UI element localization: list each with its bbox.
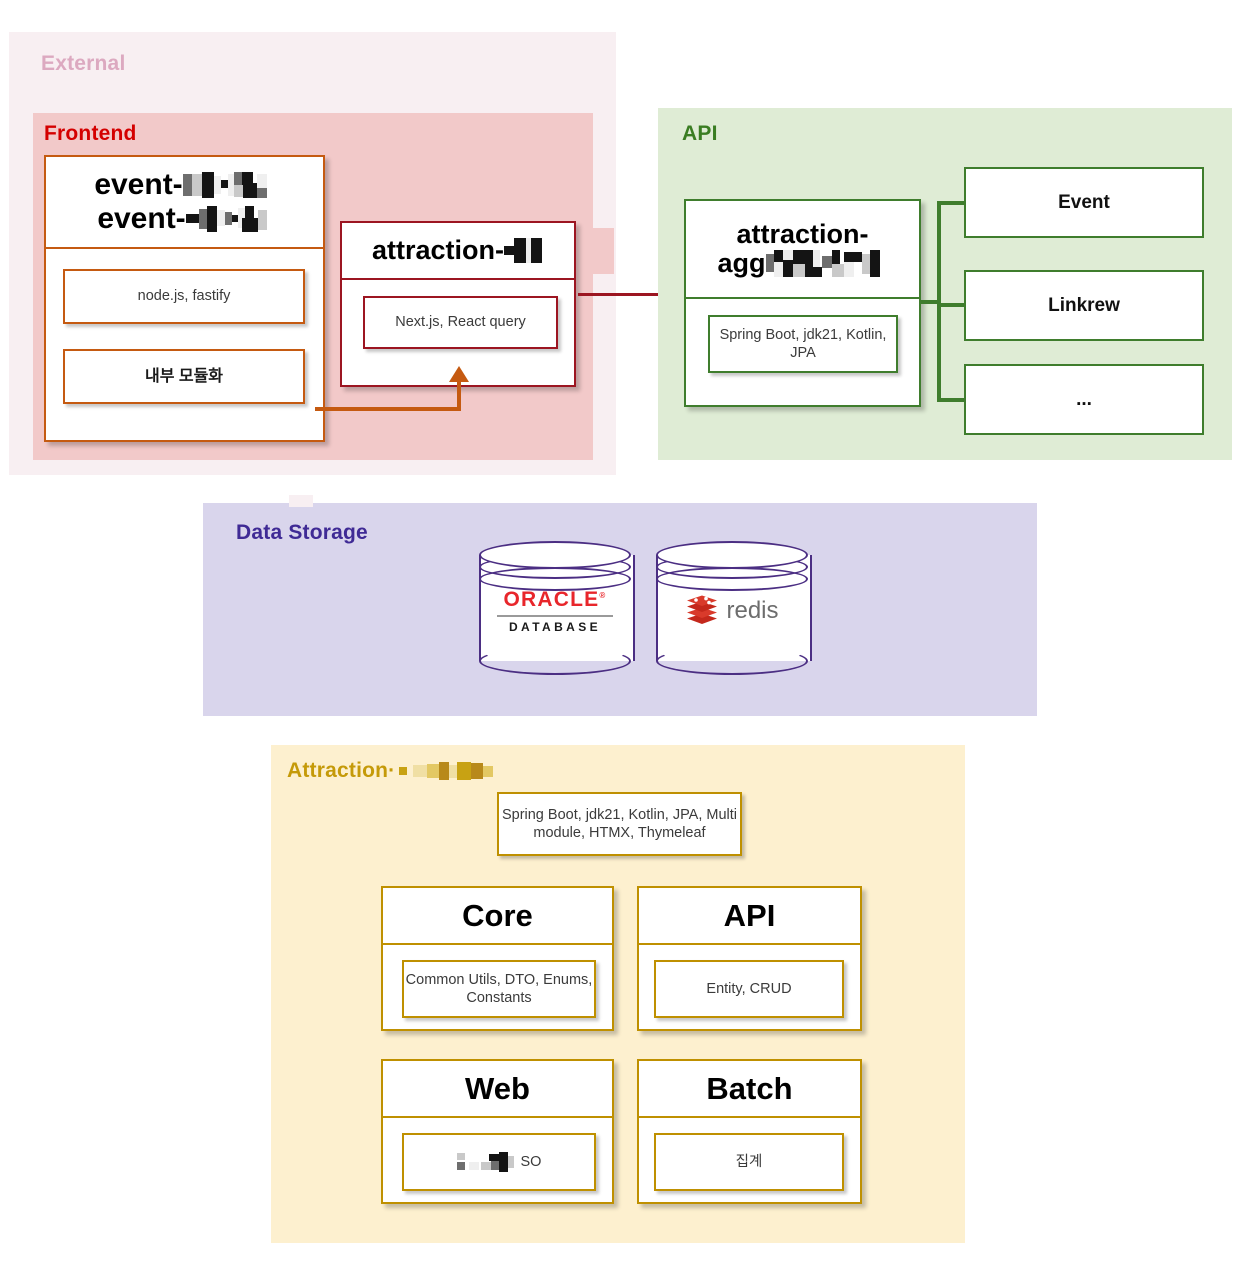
frontend-group-title: Frontend	[44, 122, 137, 145]
attraction-tech-chip: Spring Boot, jdk21, Kotlin, JPA, Multi m…	[497, 792, 742, 856]
api-branch-inlet	[919, 300, 941, 304]
attraction-aggregator-title-line2: agg	[717, 248, 766, 278]
attraction-aggregator-title-line1: attraction-	[736, 219, 869, 250]
attraction-aggregator-box[interactable]: attraction- agg	[684, 199, 921, 407]
attraction-module-batch[interactable]: Batch 집계	[637, 1059, 862, 1204]
attraction-aggregator-title: attraction- agg	[686, 201, 919, 299]
module-connector-vertical	[457, 381, 461, 411]
decorative-stub	[576, 228, 614, 274]
tech-chip: 내부 모듈화	[63, 349, 305, 404]
external-group-title: External	[41, 52, 126, 75]
redis-logo: redis	[656, 594, 808, 628]
event-frontend-box[interactable]: event- event-	[44, 155, 325, 442]
attraction-module-title: API	[639, 888, 860, 945]
module-connector-arrowhead	[449, 366, 469, 382]
database-cylinder-redis: redis	[656, 541, 812, 675]
redacted-text	[185, 205, 272, 232]
frontend-api-connector-line	[578, 293, 683, 296]
oracle-sub-wordmark: DATABASE	[508, 619, 602, 634]
api-service-linkrew[interactable]: Linkrew	[964, 270, 1204, 341]
api-branch-stub	[937, 303, 966, 307]
api-branch-stub	[937, 398, 966, 402]
tech-chip: Next.js, React query	[363, 296, 558, 349]
redacted-text	[504, 238, 544, 263]
attraction-module-body: SO	[383, 1118, 612, 1206]
attraction-frontend-body: Next.js, React query	[342, 280, 574, 386]
web-chip-suffix: SO	[520, 1153, 542, 1170]
attraction-module-core[interactable]: Core Common Utils, DTO, Enums, Constants	[381, 886, 614, 1031]
tech-chip: node.js, fastify	[63, 269, 305, 324]
attraction-module-title: Core	[383, 888, 612, 945]
attraction-frontend-title: attraction-	[342, 223, 574, 280]
api-group-title: API	[682, 122, 718, 145]
tech-chip: Spring Boot, jdk21, Kotlin, JPA	[708, 315, 898, 373]
redis-stack-icon	[685, 594, 719, 628]
cylinder-bottom	[479, 647, 631, 675]
attraction-module-body: Entity, CRUD	[639, 945, 860, 1033]
api-branch-trunk	[937, 202, 941, 402]
decorative-stub	[289, 495, 313, 507]
redacted-text	[182, 172, 275, 199]
api-service-more[interactable]: ...	[964, 364, 1204, 435]
attraction-module-body: Common Utils, DTO, Enums, Constants	[383, 945, 612, 1033]
attraction-aggregator-body: Spring Boot, jdk21, Kotlin, JPA	[686, 299, 919, 406]
attraction-group-title-text: Attraction·	[287, 759, 396, 782]
redacted-text	[399, 762, 495, 780]
redis-wordmark: redis	[726, 596, 779, 624]
attraction-module-title: Web	[383, 1061, 612, 1118]
cylinder-top	[656, 541, 808, 569]
attraction-module-web[interactable]: Web SO	[381, 1059, 614, 1204]
cylinder-top	[479, 541, 631, 569]
event-frontend-title-line2: event-	[97, 202, 186, 235]
redacted-text	[456, 1152, 521, 1172]
tech-chip: Entity, CRUD	[654, 960, 844, 1018]
tech-chip: Common Utils, DTO, Enums, Constants	[402, 960, 596, 1018]
module-connector-horizontal	[315, 407, 461, 411]
trademark-icon: ®	[599, 590, 607, 600]
divider	[497, 614, 613, 617]
redacted-text	[765, 249, 888, 277]
attraction-frontend-title-text: attraction-	[371, 235, 504, 265]
cylinder-bottom	[656, 647, 808, 675]
api-branch-stub	[937, 201, 966, 205]
database-cylinder-oracle: ORACLE® DATABASE	[479, 541, 635, 675]
oracle-database-logo: ORACLE® DATABASE	[479, 588, 631, 634]
attraction-module-title: Batch	[639, 1061, 860, 1118]
event-frontend-body: node.js, fastify 내부 모듈화	[46, 249, 323, 440]
tech-chip: SO	[402, 1133, 596, 1191]
tech-chip: 집계	[654, 1133, 844, 1191]
oracle-wordmark: ORACLE®	[503, 587, 607, 611]
api-service-event[interactable]: Event	[964, 167, 1204, 238]
attraction-group-title: Attraction·	[287, 759, 495, 783]
attraction-frontend-box[interactable]: attraction- Next.js, React query	[340, 221, 576, 387]
event-frontend-title: event- event-	[46, 157, 323, 249]
attraction-module-api[interactable]: API Entity, CRUD	[637, 886, 862, 1031]
data-storage-group-title: Data Storage	[236, 521, 368, 544]
event-frontend-title-line1: event-	[94, 168, 183, 202]
attraction-module-body: 집계	[639, 1118, 860, 1206]
